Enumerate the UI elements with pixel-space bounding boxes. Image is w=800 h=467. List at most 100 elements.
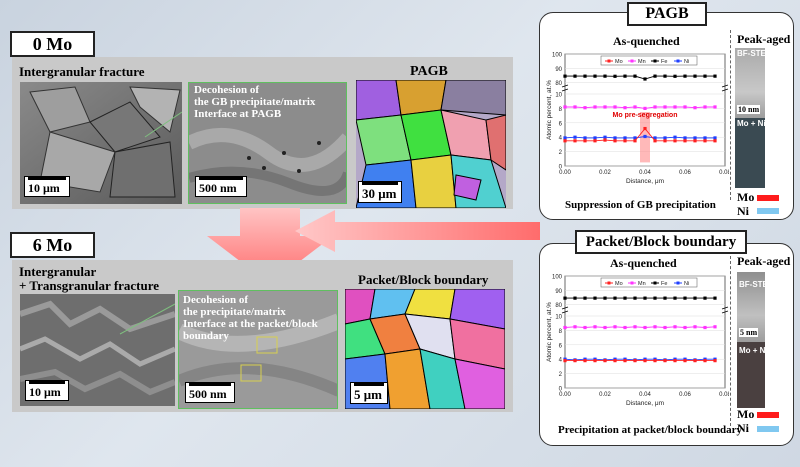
axis-break [721,84,729,88]
data-point-ni [633,136,637,140]
data-point-ni [583,136,587,140]
legend-marker [676,281,680,285]
left-arrow-icon [295,210,540,252]
legend-box [600,277,698,288]
y-tick-label: 2 [559,372,563,378]
y-tick-label: 100 [552,275,563,281]
axis-break [721,88,729,92]
scalebar-sem1-0mo: 10 μm [24,176,70,197]
pagb-eds-map: Mo + Ni [735,118,766,188]
y-tick-label: 80 [555,303,562,309]
data-point-fe [623,296,627,300]
data-point-mo [563,359,567,363]
series-line-mo [565,127,715,142]
label-6mo: 6 Mo [10,232,95,258]
legend-marker [653,59,657,63]
legend-label: Mn [638,281,646,287]
packet-chart: 024681080901000.000.020.040.060.08Distan… [546,275,729,408]
data-point-fe [593,296,597,300]
scalebar-sem2-6mo: 500 nm [185,382,235,403]
data-point-fe [663,74,667,78]
x-tick-label: 0.00 [559,170,571,176]
data-point-fe [613,296,617,300]
data-point-fe [713,74,717,78]
data-point-mn [593,325,597,329]
data-point-fe [693,296,697,300]
x-tick-label: 0.00 [559,392,571,398]
data-point-mo [643,126,647,131]
data-point-mn [603,105,607,109]
packet-title: Packet/Block boundary [575,230,747,254]
y-tick-label: 90 [555,289,562,295]
data-point-fe [693,74,697,78]
ebsd-title-6mo: Packet/Block boundary [358,272,489,287]
data-point-mo [663,359,667,363]
legend-marker [630,59,634,63]
scalebar-ebsd-6mo: 5 μm [350,382,388,404]
data-point-ni [703,136,707,140]
legend-mo-swatch [757,412,779,418]
data-point-mn [623,325,627,330]
y-tick-label: 10 [555,315,562,321]
pagb-map-label: Mo + Ni [737,119,766,128]
data-point-mn [603,325,607,330]
data-point-fe [683,74,687,78]
data-point-mo [673,359,677,363]
decohesion-text-0mo: Decohesion of the GB precipitate/matrix … [194,84,316,120]
axis-break [561,310,569,314]
data-point-mo [653,139,657,143]
axis-break [561,306,569,310]
ebsd-title-0mo: PAGB [410,64,448,79]
data-point-fe [683,296,687,300]
data-point-ni [593,136,597,140]
data-point-mo [573,139,577,143]
packet-subtitle: As-quenched [610,256,677,270]
legend-label: Mo [615,59,623,65]
data-point-fe [563,296,567,300]
pagb-subtitle: As-quenched [613,34,680,48]
series-line-ni [564,136,715,139]
scalebar-label: 10 μm [28,181,60,195]
data-point-fe [633,74,637,78]
data-point-mo [603,138,607,142]
data-point-mn [673,105,677,109]
data-point-mn [633,325,637,329]
data-point-ni [603,135,607,139]
legend-marker [676,59,680,63]
annotation-mo-pre-segregation: Mo pre-segregation [613,112,678,119]
scalebar-label: 500 nm [199,181,237,195]
scalebar-label: 500 nm [189,387,227,401]
legend-marker [607,281,611,285]
data-point-fe [643,77,647,81]
data-point-ni [663,136,667,140]
pagb-legend-ni: Ni [737,204,749,218]
legend-marker [630,281,634,285]
legend-label: Ni [684,281,689,287]
y-tick-label: 2 [559,150,563,156]
data-point-mn [613,105,617,109]
data-point-fe [633,296,637,300]
label-0mo: 0 Mo [10,31,95,57]
y-tick-label: 80 [555,81,562,87]
packet-legend-ni: Ni [737,421,749,435]
packet-map-label: Mo + Ni [739,346,768,355]
data-point-fe [673,296,677,300]
data-point-mo [633,139,637,143]
packet-divider [730,256,731,426]
x-tick-label: 0.08 [719,170,729,176]
x-tick-label: 0.02 [599,392,611,398]
data-point-mn [613,325,617,329]
fracture-title-6mo: Intergranular + Transgranular fracture [19,264,160,293]
data-point-fe [593,74,597,78]
data-point-mo [703,139,707,143]
data-point-mo [673,139,677,143]
scalebar-label: 30 μm [362,186,397,201]
data-point-fe [563,74,567,78]
scalebar-label: 10 μm [29,385,61,399]
data-point-ni [653,136,657,140]
y-tick-label: 4 [559,136,563,142]
y-tick-label: 8 [559,107,563,113]
y-tick-label: 100 [552,53,563,59]
y-axis-label: Atomic percent, at.% [546,302,553,362]
data-point-mn [713,325,717,329]
